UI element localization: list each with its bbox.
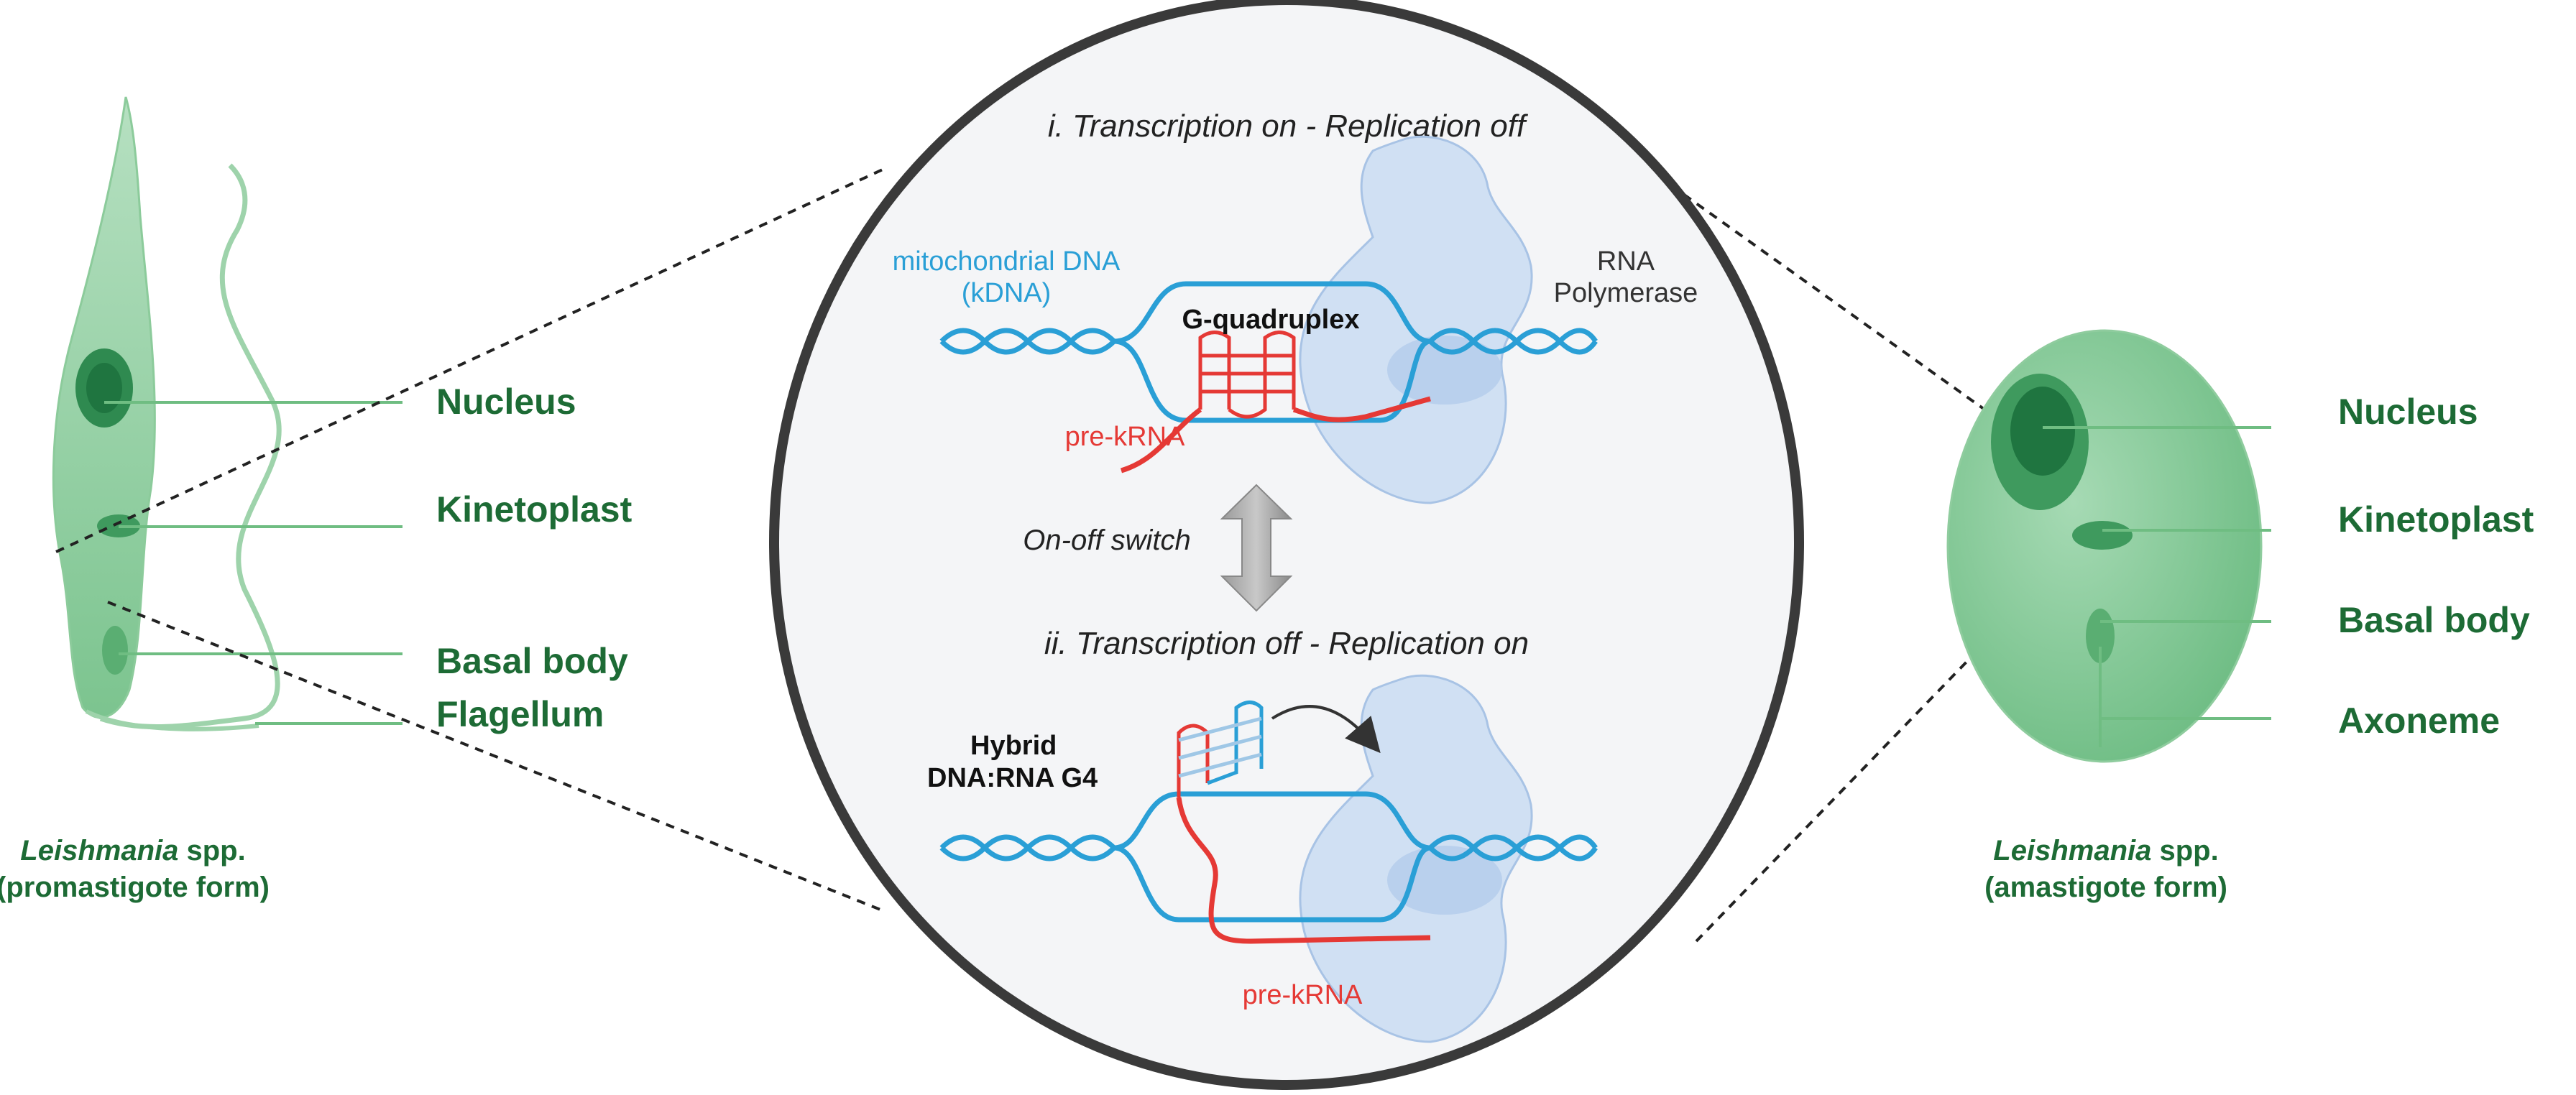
g-quadruplex-structure: [1198, 331, 1296, 419]
amastigote-caption: Leishmania spp.: [1993, 835, 2218, 867]
on-off-switch-arrow: [1220, 484, 1293, 612]
flagellum: [99, 163, 282, 730]
label-kinetoplast-right: Kinetoplast: [2338, 499, 2534, 540]
promastigote-basal-body: [102, 626, 128, 675]
state-bottom-title: ii. Transcription off - Replication on: [1044, 626, 1529, 661]
label-kinetoplast-left: Kinetoplast: [436, 489, 632, 530]
label-nucleus-left: Nucleus: [436, 382, 576, 422]
promastigote-form-caption: (promastigote form): [0, 872, 270, 903]
pre-krna-strand-bottom: [1176, 797, 1431, 944]
amastigote-form-caption: (amastigote form): [1984, 872, 2227, 903]
rnap-label-2: Polymerase: [1554, 278, 1698, 308]
amastigote-cell: [1946, 329, 2263, 763]
promastigote-caption: Leishmania spp.: [20, 835, 245, 867]
rna-polymerase-top: [1299, 135, 1533, 504]
zoom-circle: [769, 0, 1804, 1090]
dna-bubble-top: [1113, 281, 1431, 344]
label-axoneme-right: Axoneme: [2338, 701, 2500, 741]
curved-arrow: [1271, 705, 1381, 754]
top-panel: mitochondrial DNA (kDNA) RNA Polymerase …: [893, 135, 1698, 504]
hybrid-label-1: Hybrid: [970, 731, 1057, 761]
dna-bubble-bottom: [1113, 791, 1431, 851]
pre-krna-label-top: pre-kRNA: [1065, 422, 1185, 452]
pre-krna-strand-top: [1120, 396, 1431, 473]
hybrid-g4-structure: [1177, 701, 1264, 798]
mito-dna-label: mitochondrial DNA: [893, 246, 1121, 277]
state-top-title: i. Transcription on - Replication off: [1048, 108, 1529, 144]
promastigote-leader-lines: [104, 401, 402, 725]
switch-label: On-off switch: [1023, 525, 1190, 556]
promastigote-cell: [52, 96, 282, 731]
amastigote-kinetoplast: [2072, 521, 2133, 550]
label-nucleus-right: Nucleus: [2338, 392, 2478, 432]
hybrid-label-2: DNA:RNA G4: [927, 763, 1098, 793]
label-flagellum-left: Flagellum: [436, 694, 604, 734]
kdna-label: (kDNA): [962, 278, 1052, 308]
rnap-label-1: RNA: [1597, 246, 1655, 277]
label-basal-body-right: Basal body: [2338, 600, 2530, 640]
pre-krna-label-bottom: pre-kRNA: [1243, 980, 1363, 1010]
g-quadruplex-label: G-quadruplex: [1182, 305, 1359, 335]
bottom-panel: Hybrid DNA:RNA G4 pre-kRNA: [927, 674, 1598, 1043]
amastigote-leader-lines: [2043, 426, 2271, 747]
label-basal-body-left: Basal body: [436, 641, 628, 681]
